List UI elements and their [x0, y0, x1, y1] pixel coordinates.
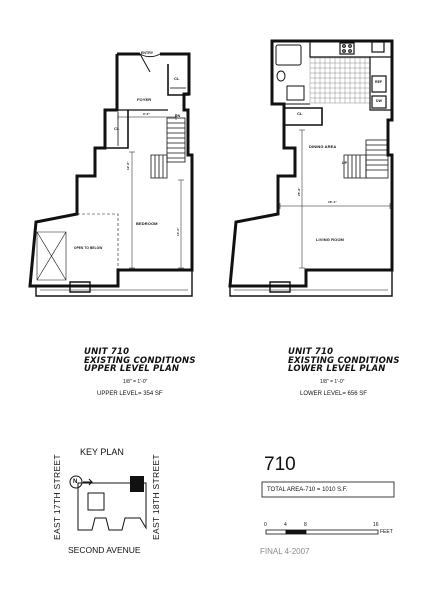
lower-closet-label: CL [297, 111, 303, 116]
scale-unit-label: FEET [380, 529, 393, 535]
lower-height-dimension: 25'-6" [297, 187, 301, 196]
ref-label: REF [375, 80, 383, 84]
lower-plan-scale: 1/8" = 1'-0" [320, 379, 345, 385]
unit-number: 710 [264, 454, 296, 475]
lower-outer-walls [228, 39, 394, 288]
kitchen-counter [309, 41, 392, 111]
lower-width-dimension: 18'-4" [328, 200, 337, 204]
key-plan-title: KEY PLAN [80, 447, 124, 457]
second-avenue-label: SECOND AVENUE [68, 545, 141, 555]
bedroom-label: BEDROOM [136, 221, 158, 226]
upper-plan-title: UNIT 710 EXISTING CONDITIONS UPPER LEVEL… [84, 347, 196, 374]
upper-closet-a [167, 64, 189, 96]
upper-outer-walls [28, 52, 194, 288]
foyer-label: FOYER [137, 97, 152, 102]
north-arrow-icon [83, 478, 93, 486]
foyer-width-dimension: 9'-0" [143, 112, 150, 116]
unit-location-marker [130, 476, 144, 492]
upper-closet-b [105, 110, 129, 149]
dw-label: DW [376, 99, 383, 103]
scale-bar [265, 529, 379, 535]
scale-tick-8: 8 [304, 522, 307, 528]
open-to-below-x [36, 231, 67, 281]
scale-tick-4: 4 [284, 522, 287, 528]
north-label: N [73, 479, 78, 485]
bed-width-dimension: 10'-0" [176, 227, 180, 236]
entry-door [139, 53, 161, 73]
upper-level-area: UPPER LEVEL= 354 SF [97, 391, 163, 397]
scale-tick-0: 0 [264, 522, 267, 528]
total-area-box [261, 481, 395, 498]
north-arrow-circle [69, 475, 83, 489]
entry-label: ENTRY [141, 51, 154, 55]
upper-closet-b-label: CL [114, 126, 120, 131]
lower-stair [343, 139, 389, 179]
upper-plan-scale: 1/8" = 1'-0" [123, 379, 148, 385]
total-area-text: TOTAL AREA-710 = 1010 S.F. [267, 487, 348, 493]
dining-area-label: DINING AREA [309, 144, 337, 149]
upper-level-plan [28, 52, 194, 297]
bed-height-dimension: 12'-6" [126, 161, 130, 170]
down-label: DN [175, 114, 181, 118]
lower-closet [284, 107, 323, 126]
open-to-below-label: OPEN TO BELOW [74, 246, 103, 250]
east-17th-street-label: EAST 17TH STREET [52, 454, 62, 540]
upper-stair [150, 117, 186, 179]
up-label: UP [342, 161, 348, 165]
upper-closet-label: CL [174, 76, 180, 81]
bathroom-fixtures [272, 44, 310, 105]
final-date-note: FINAL 4-2007 [260, 547, 310, 556]
living-room-label: LIVING ROOM [316, 237, 344, 242]
scale-tick-16: 16 [373, 522, 379, 528]
kitchen-tiles [309, 57, 371, 104]
lower-plan-title: UNIT 710 EXISTING CONDITIONS LOWER LEVEL… [288, 347, 400, 374]
east-18th-street-label: EAST 18TH STREET [151, 454, 161, 540]
lower-level-plan [228, 39, 394, 297]
lower-level-area: LOWER LEVEL= 656 SF [300, 391, 367, 397]
key-plan-drawing [69, 475, 147, 531]
